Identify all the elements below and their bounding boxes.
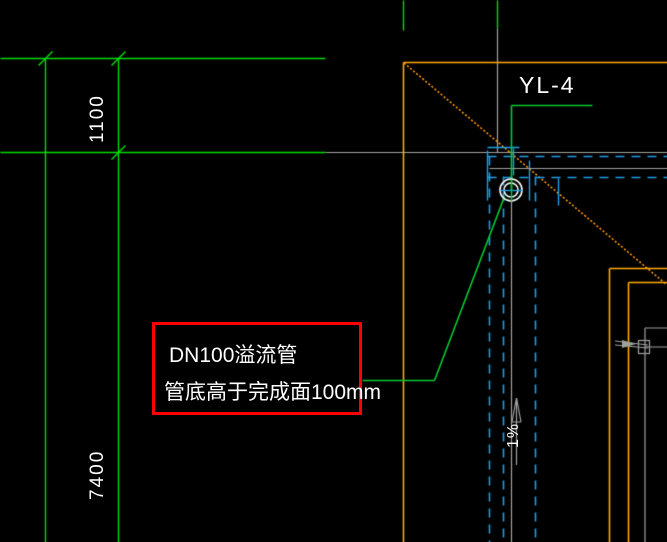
callout-line-2: 管底高于完成面100mm	[164, 381, 382, 404]
dimension-text-lower: 7400	[87, 449, 108, 500]
dimension-text-upper: 1100	[87, 94, 108, 143]
slope-label: 1%	[505, 422, 522, 448]
callout-box[interactable]: DN100溢流管 管底高于完成面100mm	[152, 322, 381, 415]
riser-tag-label: YL-4	[519, 72, 576, 98]
callout-line-1: DN100溢流管	[169, 344, 298, 367]
